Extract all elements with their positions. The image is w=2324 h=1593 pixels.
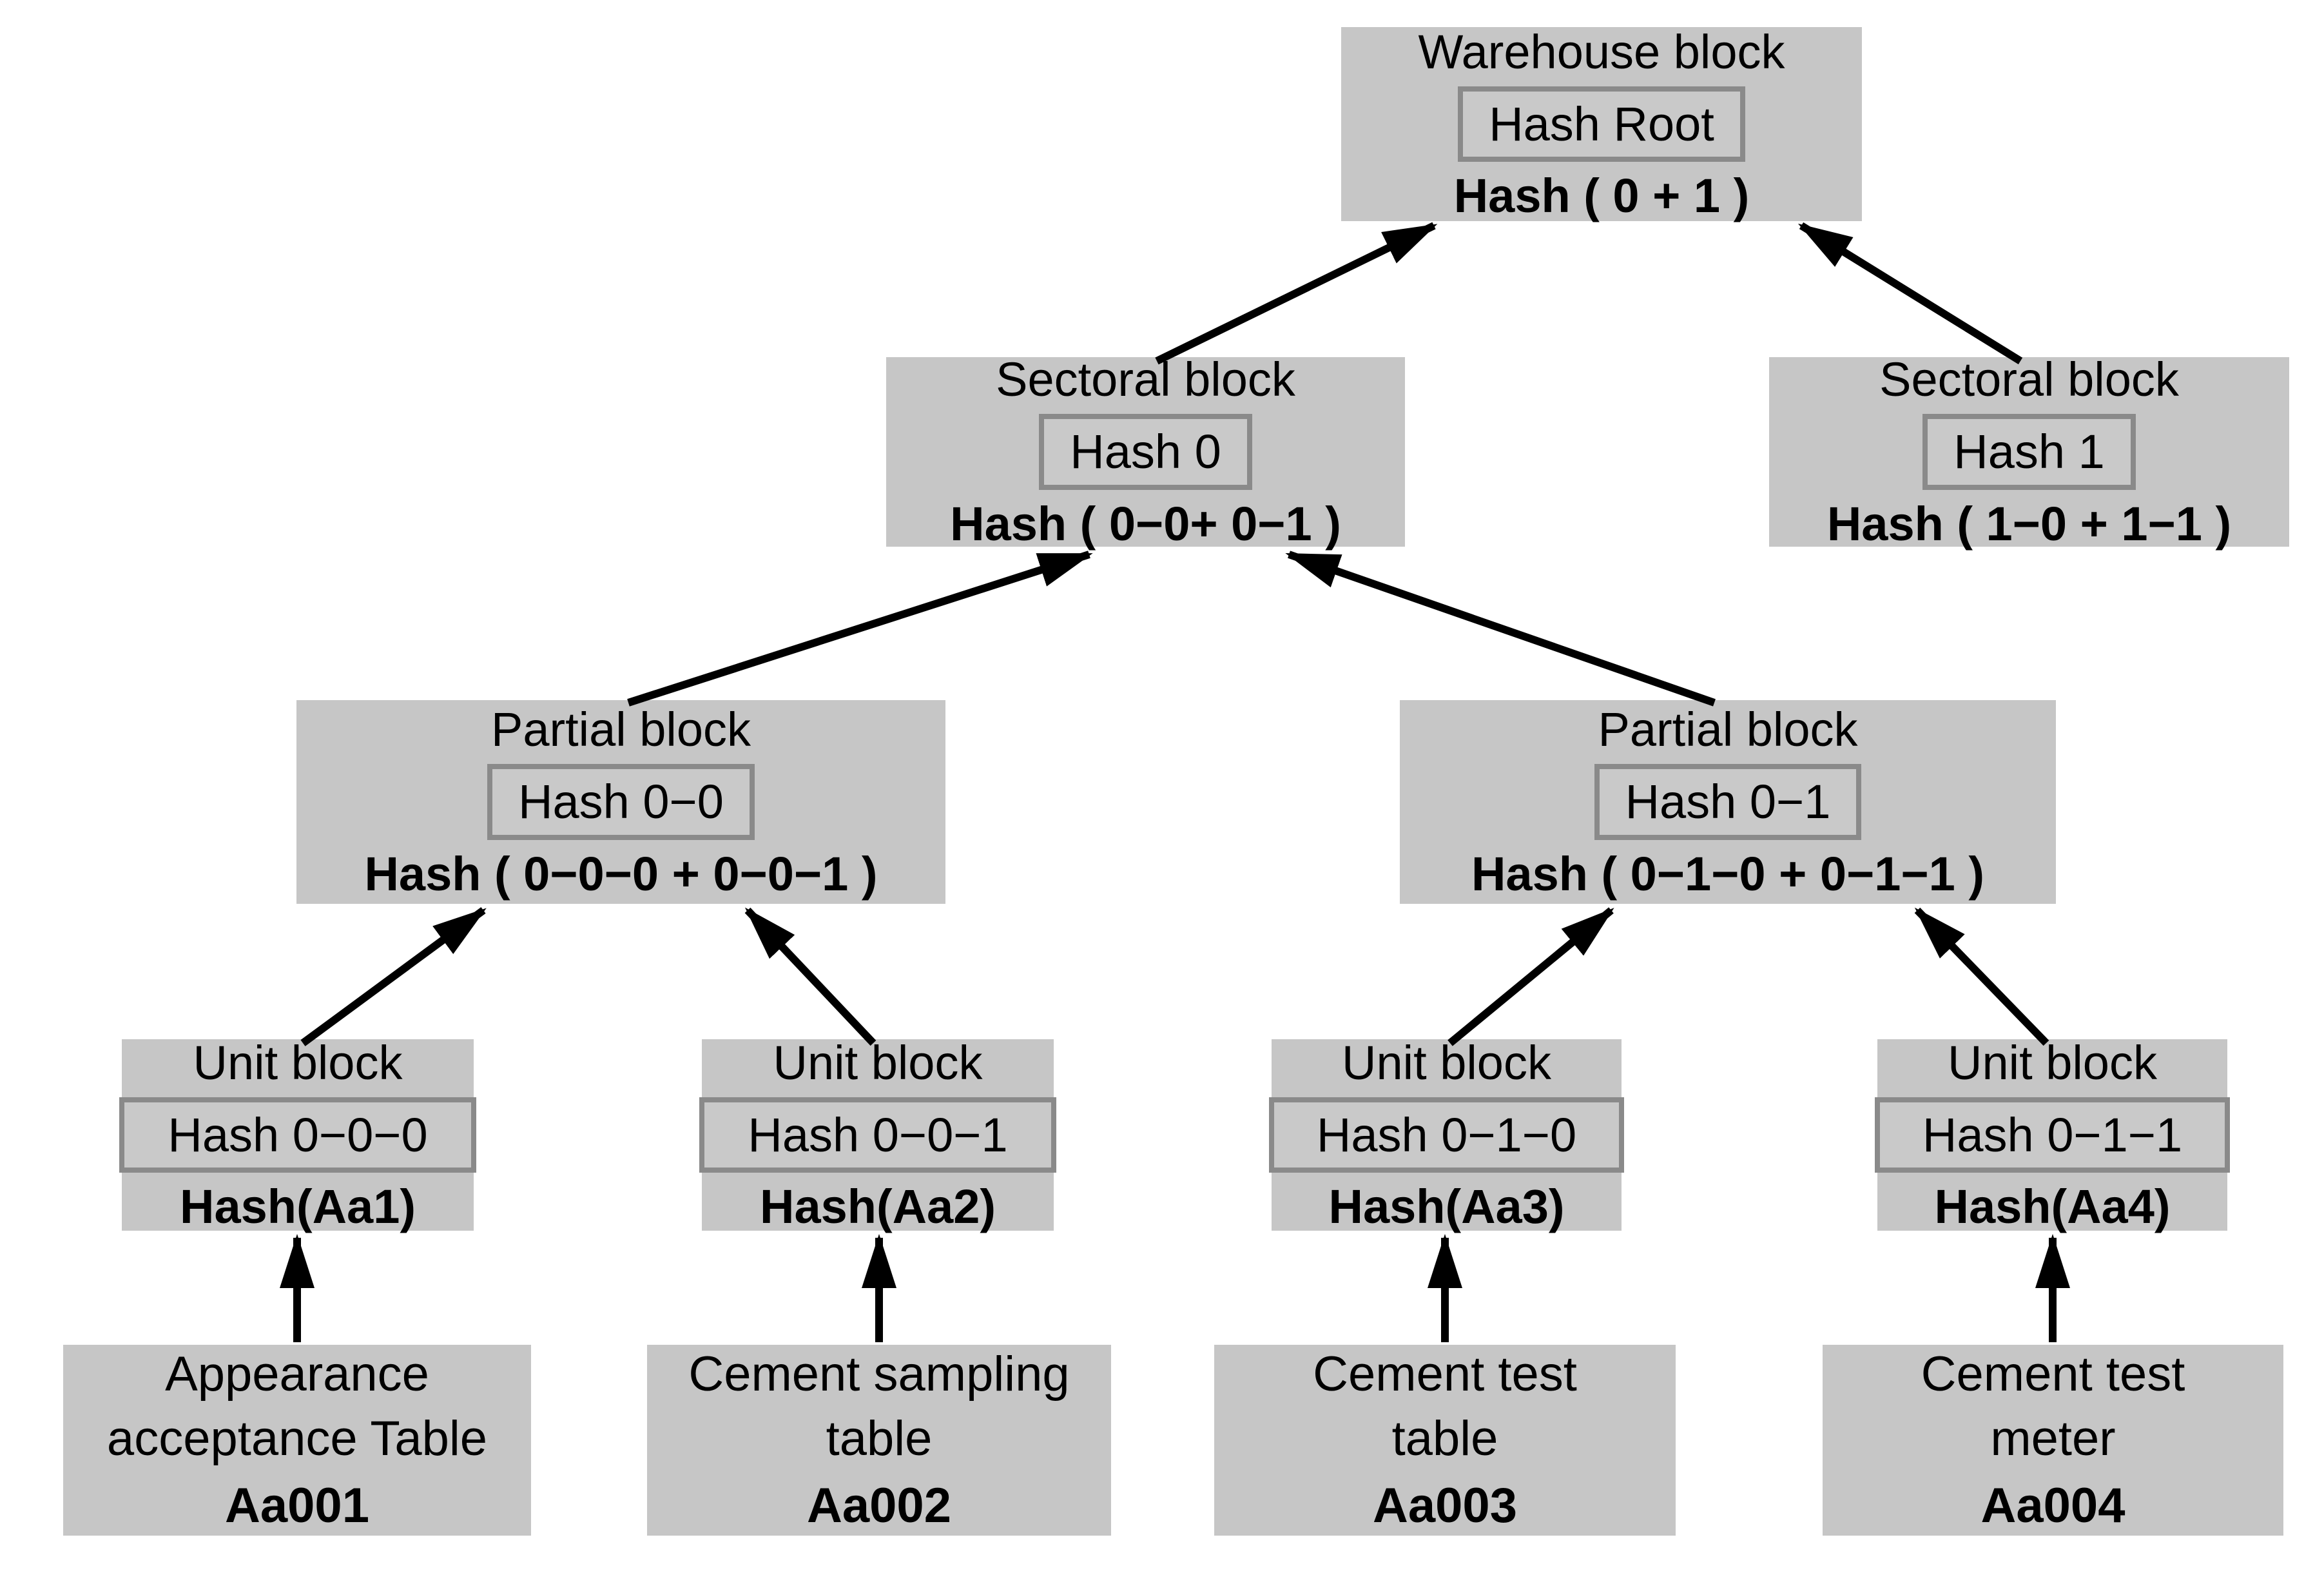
doc-label-line2: table (826, 1411, 933, 1466)
node-sectoral-block-0: Sectoral block Hash 0 Hash ( 0−0+ 0−1 ) (886, 353, 1405, 551)
hash-root-box: Hash Root (1458, 86, 1745, 162)
hash-formula: Hash ( 0−0+ 0−1 ) (950, 496, 1341, 551)
node-sectoral-block-1: Sectoral block Hash 1 Hash ( 1−0 + 1−1 ) (1769, 353, 2289, 551)
doc-label: Cement test table (1313, 1342, 1577, 1472)
doc-label-line1: Cement test (1313, 1346, 1577, 1402)
hash-box: Hash 1 (1922, 414, 2136, 490)
node-doc-aa003: Cement test table Aa003 (1214, 1345, 1676, 1536)
doc-label-line1: Cement sampling (688, 1346, 1070, 1402)
doc-code: Aa003 (1373, 1478, 1517, 1534)
hash-formula: Hash ( 1−0 + 1−1 ) (1826, 496, 2232, 551)
edge-unit001-to-partial00 (744, 907, 876, 1046)
node-title: Sectoral block (996, 353, 1295, 407)
node-unit-block-011: Unit block Hash 0−1−1 Hash(Aa4) (1875, 1035, 2230, 1234)
node-unit-block-010: Unit block Hash 0−1−0 Hash(Aa3) (1269, 1035, 1624, 1234)
hash-box: Hash 0−1−0 (1269, 1097, 1624, 1173)
doc-label-line1: Appearance (165, 1346, 429, 1402)
doc-label: Appearance acceptance Table (107, 1342, 487, 1472)
node-unit-block-001: Unit block Hash 0−0−1 Hash(Aa2) (699, 1035, 1056, 1234)
node-title: Unit block (1948, 1035, 2157, 1090)
hash-box: Hash 0−1 (1594, 764, 1862, 840)
edge-sectoral0-to-warehouse (1155, 222, 1438, 365)
node-doc-aa002: Cement sampling table Aa002 (647, 1345, 1111, 1536)
doc-label: Cement sampling table (688, 1342, 1069, 1472)
node-warehouse-block: Warehouse block Hash Root Hash ( 0 + 1 ) (1341, 27, 1862, 221)
hash-formula: Hash(Aa4) (1934, 1180, 2171, 1234)
edge-sectoral1-to-warehouse (1797, 222, 2023, 365)
doc-label-line2: table (1391, 1411, 1498, 1466)
node-title: Partial block (490, 703, 751, 757)
hash-formula: Hash(Aa2) (760, 1180, 996, 1234)
doc-label-line1: Cement test (1921, 1346, 2185, 1402)
hash-formula: Hash(Aa3) (1328, 1180, 1565, 1234)
hash-box: Hash 0−0 (487, 764, 755, 840)
hash-box: Hash 0 (1039, 414, 1252, 490)
hash-box: Hash 0−0−0 (119, 1097, 476, 1173)
edge-unit000-to-partial00 (300, 907, 487, 1046)
node-title: Unit block (1342, 1035, 1551, 1090)
doc-label-line2: meter (1990, 1411, 2116, 1466)
node-doc-aa001: Appearance acceptance Table Aa001 (63, 1345, 531, 1536)
edge-unit010-to-partial01 (1448, 907, 1614, 1046)
node-partial-block-00: Partial block Hash 0−0 Hash ( 0−0−0 + 0−… (296, 700, 945, 904)
doc-code: Aa004 (1980, 1478, 2125, 1534)
hash-box: Hash 0−0−1 (699, 1097, 1056, 1173)
doc-label: Cement test meter (1921, 1342, 2185, 1472)
hash-formula: Hash(Aa1) (180, 1180, 416, 1234)
node-title: Unit block (193, 1035, 403, 1090)
node-title: Unit block (773, 1035, 983, 1090)
node-doc-aa004: Cement test meter Aa004 (1823, 1345, 2283, 1536)
node-title: Sectoral block (1879, 353, 2179, 407)
node-title: Partial block (1598, 703, 1858, 757)
node-partial-block-01: Partial block Hash 0−1 Hash ( 0−1−0 + 0−… (1400, 700, 2056, 904)
hash-formula: Hash ( 0−1−0 + 0−1−1 ) (1471, 846, 1985, 901)
node-unit-block-000: Unit block Hash 0−0−0 Hash(Aa1) (119, 1035, 476, 1234)
edge-partial01-to-sectoral0 (1285, 551, 1716, 707)
hash-formula: Hash ( 0 + 1 ) (1453, 169, 1750, 223)
doc-code: Aa002 (807, 1478, 951, 1534)
hash-formula: Hash ( 0−0−0 + 0−0−1 ) (364, 846, 878, 901)
edge-unit011-to-partial01 (1914, 907, 2049, 1046)
hash-box: Hash 0−1−1 (1875, 1097, 2230, 1173)
doc-label-line2: acceptance Table (106, 1411, 488, 1466)
node-title: Warehouse block (1418, 24, 1785, 79)
doc-code: Aa001 (225, 1478, 369, 1534)
edge-partial00-to-sectoral0 (627, 551, 1093, 707)
